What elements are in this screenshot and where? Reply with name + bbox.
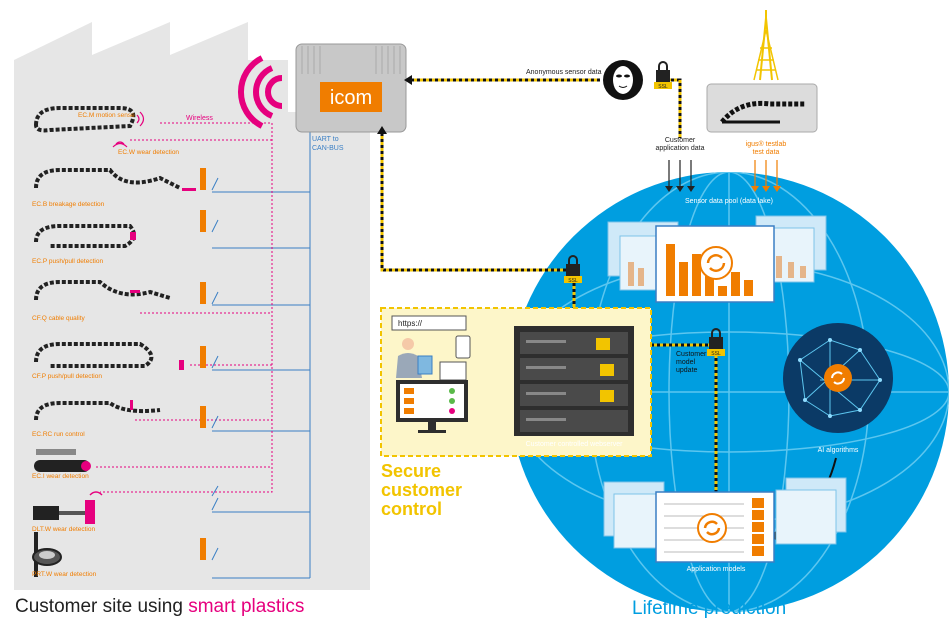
sensor-label: EC.B breakage detection [32,201,105,208]
anonymous-mask-icon [603,60,643,100]
motion-wireless-icon [136,111,145,127]
anonymous-label: Anonymous sensor data [526,69,602,76]
secure-title-line: customer [381,480,463,500]
sensor-label: EC.W wear detection [118,149,179,156]
webserver-label: Customer controlled webserver [526,441,624,448]
data-pool-screens [607,215,827,303]
customer-app-label: application data [655,145,704,152]
ssl-lock-icon [654,61,672,89]
sensor-label: EC.RC run control [32,431,85,438]
customer-app-label: Customer [665,137,696,144]
ssl-label: SSL [711,351,721,357]
chain-i [34,449,91,472]
testlab-label: igus® testlab [746,140,787,148]
secure-title-line: Secure [381,461,442,481]
secure-control-title: Secure customer control [381,462,462,519]
sensor-label: CF.Q cable quality [32,315,85,322]
ssl-label: SSL [568,278,578,284]
ssl-lock-icon [564,255,582,283]
customer-data-arrows [668,160,692,188]
testlab-data-arrows [754,160,778,188]
phone-icon [439,335,471,381]
sensor-label: CF.P push/pull detection [32,373,102,380]
bus-wiring [212,130,311,579]
models-label: Application models [687,566,746,573]
refresh-icon [699,246,733,280]
sensor-label: EC.M motion sense [78,112,135,119]
data-pool-chart [666,244,753,296]
sensor-label: EC.I wear detection [32,473,89,480]
caption-highlight: smart plastics [188,596,305,617]
testlab-rig-icon [706,83,818,133]
icom-gateway: icom [295,43,407,133]
ssl-label: SSL [658,84,668,90]
factory-building [14,22,370,590]
testlab-tower-icon [753,10,779,81]
update-label: model [676,359,696,366]
magenta-sensor-marks [130,188,196,410]
sensor-label: DLT.W wear detection [32,526,95,533]
wear-wireless-icon [112,141,128,148]
webserver-icon [514,326,634,436]
arrow-head [377,126,387,134]
sensor-label: PRT.W wear detection [32,571,97,578]
sensor-label: EC.P push/pull detection [32,258,103,265]
monitor-icon [396,380,468,433]
update-label: update [676,367,698,374]
wireless-label: Wireless [186,115,213,122]
bus-label: CAN-BUS [312,145,344,152]
secure-title-line: control [381,499,442,519]
browser-address-bar [391,315,467,331]
arrow-head [404,75,412,85]
wireless-waves-icon [238,55,283,129]
bus-label: UART to [312,136,339,143]
customer-site-caption: Customer site using smart plastics [15,596,304,618]
ai-label: AI algorithms [818,447,859,454]
update-label: Customer [676,351,707,358]
switch-blocks [200,168,219,561]
sensor-chains [34,106,181,577]
person-icon [396,338,433,378]
data-pool-label: Sensor data pool (data lake) [685,198,773,205]
lifetime-prediction-caption: Lifetime prediction [632,598,787,619]
application-models-screens [603,477,847,563]
url-text: https:// [398,319,423,328]
sensor-labels: EC.M motion sense EC.W wear detection EC… [32,112,179,578]
ssl-lock-icon [707,328,725,356]
ai-brain-icon [783,323,893,433]
chain-prt [32,548,62,566]
caption-prefix: Customer site using [15,596,189,617]
icom-logo: icom [330,87,372,109]
testlab-label: test data [753,149,780,156]
chain-dlt [33,491,103,524]
